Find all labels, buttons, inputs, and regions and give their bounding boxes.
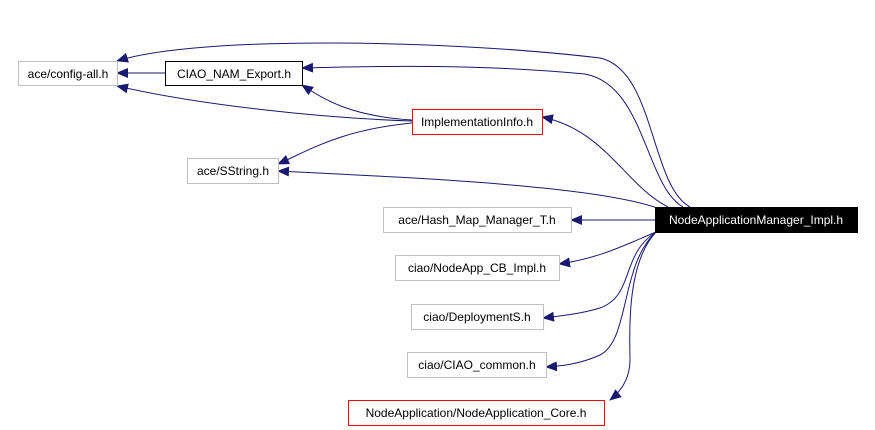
edge-impl-info-to-sstring <box>277 122 413 165</box>
node-nam-export[interactable]: CIAO_NAM_Export.h <box>165 61 303 86</box>
edge-focus-to-cb-impl <box>558 231 657 268</box>
node-label: ImplementationInfo.h <box>421 115 533 129</box>
edge-focus-to-sstring <box>277 166 661 210</box>
edge-focus-to-core <box>609 231 657 401</box>
node-ciao-common[interactable]: ciao/CIAO_common.h <box>407 352 547 378</box>
node-cb-impl[interactable]: ciao/NodeApp_CB_Impl.h <box>395 255 560 281</box>
edge-focus-to-ciao-common <box>545 231 657 372</box>
node-deployment[interactable]: ciao/DeploymentS.h <box>411 304 544 330</box>
edge-focus-to-deployment <box>542 231 657 322</box>
node-sstring[interactable]: ace/SString.h <box>187 158 279 184</box>
node-label: ace/config-all.h <box>28 67 109 81</box>
node-label: ciao/DeploymentS.h <box>423 310 530 324</box>
edge-focus-to-impl-info <box>541 114 669 208</box>
edge-impl-info-to-export <box>301 84 413 121</box>
node-label: ace/Hash_Map_Manager_T.h <box>398 213 555 227</box>
node-label: CIAO_NAM_Export.h <box>177 67 291 81</box>
node-label: ace/SString.h <box>197 164 269 178</box>
node-label: ciao/NodeApp_CB_Impl.h <box>408 261 546 275</box>
node-hash-map[interactable]: ace/Hash_Map_Manager_T.h <box>383 207 572 233</box>
node-focus: NodeApplicationManager_Impl.h <box>655 207 858 233</box>
edge-impl-info-to-config-all <box>116 83 413 122</box>
edge-focus-to-config-all <box>116 42 691 208</box>
edge-focus-to-nam-export <box>301 62 684 208</box>
node-impl-info[interactable]: ImplementationInfo.h <box>412 109 543 135</box>
edges <box>116 42 691 401</box>
node-config-all[interactable]: ace/config-all.h <box>18 61 118 86</box>
node-label: NodeApplicationManager_Impl.h <box>669 213 843 227</box>
node-core[interactable]: NodeApplication/NodeApplication_Core.h <box>348 400 605 426</box>
node-label: NodeApplication/NodeApplication_Core.h <box>366 406 587 420</box>
node-label: ciao/CIAO_common.h <box>418 358 535 372</box>
